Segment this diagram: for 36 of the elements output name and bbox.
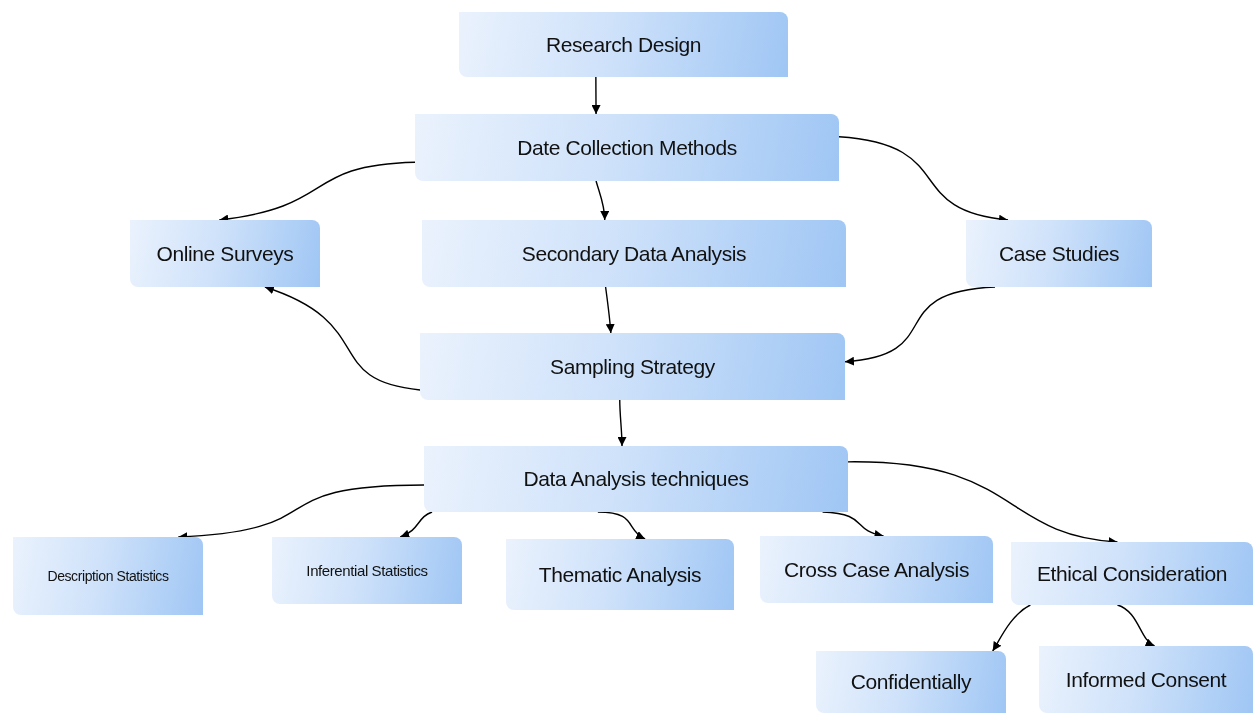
arrow — [992, 604, 1032, 652]
box-label: Data Analysis techniques — [523, 467, 749, 491]
arrow — [595, 180, 609, 221]
arrow — [604, 286, 615, 334]
process-box — [422, 220, 846, 287]
box-label: Online Surveys — [156, 241, 294, 266]
box-label: Inferential Statistics — [306, 562, 428, 579]
process-box — [1011, 542, 1253, 605]
box-label: Cross Case Analysis — [784, 557, 969, 582]
box-label: Confidentially — [850, 670, 972, 694]
process-box — [415, 114, 839, 181]
arrow — [399, 511, 433, 538]
process-box — [760, 536, 993, 603]
process-box — [424, 446, 848, 512]
box-label: Date Collection Methods — [517, 135, 737, 160]
box-label: Informed Consent — [1065, 667, 1227, 692]
arrow — [591, 76, 601, 115]
arrow — [1116, 604, 1156, 647]
box-label: Case Studies — [998, 241, 1120, 266]
box-label: Secondary Data Analysis — [521, 241, 747, 266]
arrow — [617, 399, 627, 447]
process-box — [966, 220, 1152, 287]
process-box — [459, 12, 788, 77]
process-box — [506, 539, 734, 610]
box-label: Sampling Strategy — [550, 354, 715, 379]
box-label: Thematic Analysis — [538, 562, 702, 587]
box-label: Description Statistics — [47, 568, 169, 584]
box-label: Research Design — [545, 32, 702, 57]
process-box — [420, 333, 845, 400]
arrow — [264, 286, 421, 391]
process-box — [130, 220, 320, 287]
box-label: Ethical Consideration — [1036, 561, 1227, 586]
process-box — [1039, 646, 1253, 713]
process-box — [13, 537, 203, 615]
process-box — [272, 537, 462, 604]
process-box — [816, 651, 1006, 713]
